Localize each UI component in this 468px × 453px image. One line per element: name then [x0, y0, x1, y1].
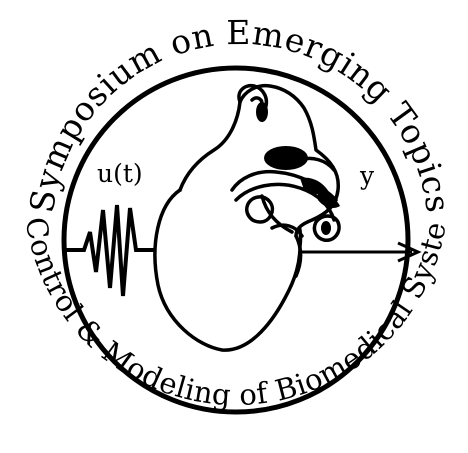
heart-shading: [256, 102, 340, 235]
output-arrow: [300, 241, 422, 263]
input-signal-label: u(t): [97, 159, 143, 188]
outer-ring: [61, 65, 411, 415]
input-signal-waveform: [66, 204, 155, 297]
heart-icon: [153, 83, 341, 352]
output-signal-label: y: [359, 161, 375, 190]
